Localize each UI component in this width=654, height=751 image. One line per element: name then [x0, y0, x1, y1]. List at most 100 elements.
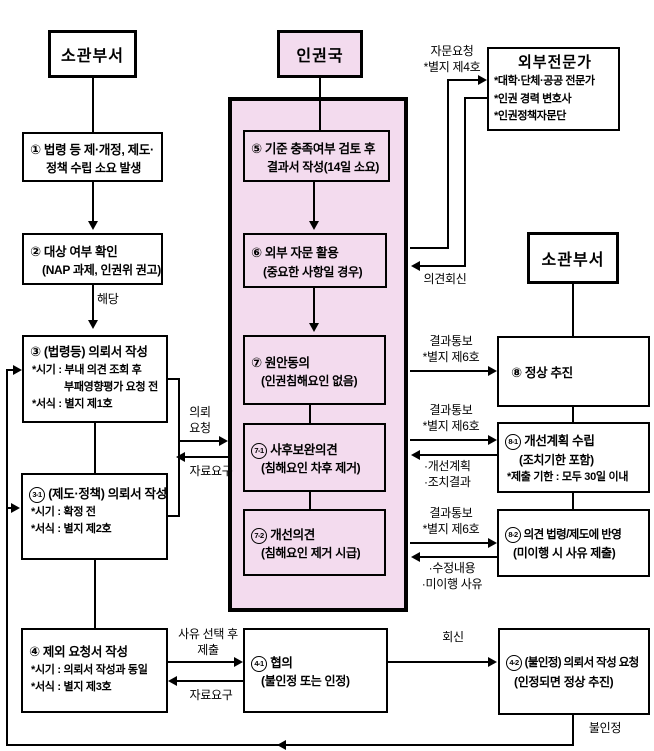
header-dept-right-label: 소관부서 — [541, 252, 605, 269]
label-applicable: 해당 — [97, 292, 119, 306]
box-7-1-sub: (침해요인 차후 제거) — [261, 461, 361, 476]
external-experts-title: 외부전문가 — [517, 54, 592, 71]
consult-path-line — [447, 79, 449, 249]
box-2-sub: (NAP 과제, 인권위 권고) — [42, 263, 161, 278]
result-arrow-line — [410, 542, 490, 544]
data-request-arrow-line — [177, 680, 243, 682]
hr-bureau-container — [228, 97, 408, 612]
result-arrow-line — [410, 370, 490, 372]
box-4-1-title: 협의 — [270, 655, 293, 670]
label-result-notice: 결과통보 *별지 제6호 — [422, 403, 480, 433]
box-8-1-detail: *제출 기한 : 모두 30일 이내 — [507, 470, 629, 483]
box-7-1-supplement-opinion: 7-1 사후보완의견 (침해요인 차후 제거) — [243, 423, 386, 492]
label-modification: ·수정내용 ·미이행 사유 — [421, 561, 483, 591]
box-7-1-number: 7-1 — [251, 442, 267, 459]
reply-arrow-line — [388, 661, 490, 663]
feedback-line — [6, 369, 15, 371]
external-experts-item: *대학·단체·공공 전문가 — [494, 75, 595, 87]
box-3-number: ③ — [30, 344, 41, 359]
box-8-1-number: 8-1 — [505, 434, 521, 451]
flow-line — [572, 493, 574, 509]
box-4-detail: *시기 : 의뢰서 작성과 동일 — [31, 663, 148, 676]
label-result-notice: 결과통보 *별지 제6호 — [422, 506, 480, 536]
box-4-exclusion-request: ④ 제외 요청서 작성 *시기 : 의뢰서 작성과 동일 *서식 : 별지 제3… — [21, 628, 168, 713]
box-external-experts: 외부전문가 *대학·단체·공공 전문가 *인권 경력 변호사 *인권정책자문단 — [487, 47, 620, 131]
box-2-number: ② — [30, 243, 41, 259]
arrow-right-icon — [13, 365, 22, 375]
box-2-check-target: ② 대상 여부 확인 (NAP 과제, 인권위 권고) — [22, 233, 163, 285]
feedback-line — [572, 715, 574, 746]
arrow-right-icon — [11, 503, 20, 513]
reply-path-line — [420, 265, 466, 267]
feedback-line — [6, 744, 574, 746]
box-4-1-consultation: 4-1 협의 (불인정 또는 인정) — [243, 628, 388, 713]
label-consult-request: 자문요청 *별지 제4호 — [423, 44, 481, 74]
box-7-2-sub: (침해요인 제거 시급) — [261, 546, 361, 561]
box-7-1-title: 사후보완의견 — [270, 442, 338, 457]
box-8-2-number: 8-2 — [505, 526, 521, 543]
box-3-1-detail: *서식 : 별지 제2호 — [31, 522, 112, 535]
box-8-2-title: 의견 법령/제도에 반영 — [523, 528, 622, 541]
label-improvement: ·개선계획 ·조치결과 — [424, 459, 471, 489]
arrow-down-icon — [88, 221, 98, 230]
box-7-2-title: 개선의견 — [270, 527, 315, 542]
box-3-title: (법령등) 의뢰서 작성 — [43, 345, 148, 359]
box-3-1-title: (제도·정책) 의뢰서 작성 — [48, 487, 167, 501]
box-6-title: 외부 자문 활용 — [264, 246, 339, 261]
box-8-title: 정상 추진 — [524, 366, 573, 381]
feedback-line — [6, 369, 8, 746]
box-8-1-title: 개선계획 수립 — [524, 434, 595, 449]
header-dept-left-label: 소관부서 — [61, 48, 124, 65]
arrow-down-icon — [309, 221, 319, 230]
box-7-original-consent: ⑦ 원안동의 (인권침해요인 없음) — [243, 335, 386, 405]
arrow-left-icon — [411, 552, 420, 562]
arrow-right-icon — [234, 657, 243, 667]
connector-line — [178, 378, 180, 517]
arrow-left-icon — [277, 740, 286, 750]
box-8-number: ⑧ — [511, 365, 522, 381]
external-experts-item: *인권 경력 변호사 — [494, 92, 572, 105]
request-arrow-line — [180, 440, 221, 442]
box-1-need-arises: ① 법령 등 제·개정, 제도· 정책 수립 소요 발생 — [22, 132, 163, 182]
box-4-2-sub: (인정되면 정상 추진) — [514, 674, 614, 689]
box-3-detail: *시기 : 부내 의견 조회 후 — [32, 363, 142, 376]
header-hr-bureau-label: 인권국 — [296, 48, 344, 65]
box-3-request-form-law: ③ (법령등) 의뢰서 작성 *시기 : 부내 의견 조회 후 부패영향평가 요… — [22, 335, 168, 423]
box-7-sub: (인권침해요인 없음) — [261, 374, 358, 389]
box-3-1-number: 3-1 — [29, 487, 45, 503]
consult-path-line — [447, 79, 479, 81]
reply-path-line — [464, 97, 487, 99]
header-hr-bureau: 인권국 — [277, 30, 363, 78]
flow-line — [92, 285, 94, 321]
external-experts-item: *인권정책자문단 — [494, 110, 566, 123]
box-7-2-number: 7-2 — [251, 527, 267, 544]
arrow-left-icon — [168, 676, 177, 686]
arrow-left-icon — [411, 261, 420, 271]
label-request: 의뢰 요청 — [189, 405, 211, 435]
label-rejected: 불인정 — [588, 721, 622, 735]
consult-path-line — [410, 247, 449, 249]
box-6-sub: (중요한 사항일 경우) — [263, 264, 363, 279]
arrow-right-icon — [488, 435, 497, 445]
connector-line — [168, 515, 180, 517]
flow-line — [309, 492, 311, 509]
box-1-number: ① — [30, 141, 41, 157]
arrow-right-icon — [488, 657, 497, 667]
return-arrow-line — [420, 556, 497, 558]
box-4-detail: *서식 : 별지 제3호 — [31, 680, 112, 693]
box-5-number: ⑤ — [251, 140, 262, 156]
label-reply: 회신 — [442, 630, 464, 644]
reply-path-line — [464, 97, 466, 267]
box-5-title: 기준 충족여부 검토 후 — [264, 141, 376, 156]
feedback-line — [6, 507, 13, 509]
header-dept-left: 소관부서 — [48, 30, 137, 78]
box-3-1-detail: *시기 : 확정 전 — [31, 505, 96, 518]
arrow-left-icon — [176, 452, 185, 462]
label-data-request: 자료요구 — [189, 688, 233, 702]
box-4-2-title: (불인정) 의뢰서 작성 요청 — [524, 657, 640, 670]
box-3-detail: 부패영향평가 요청 전 — [64, 380, 158, 393]
flow-line — [92, 78, 94, 132]
data-request-arrow-line — [185, 456, 230, 458]
box-4-1-number: 4-1 — [251, 655, 267, 672]
flow-line — [92, 182, 94, 222]
